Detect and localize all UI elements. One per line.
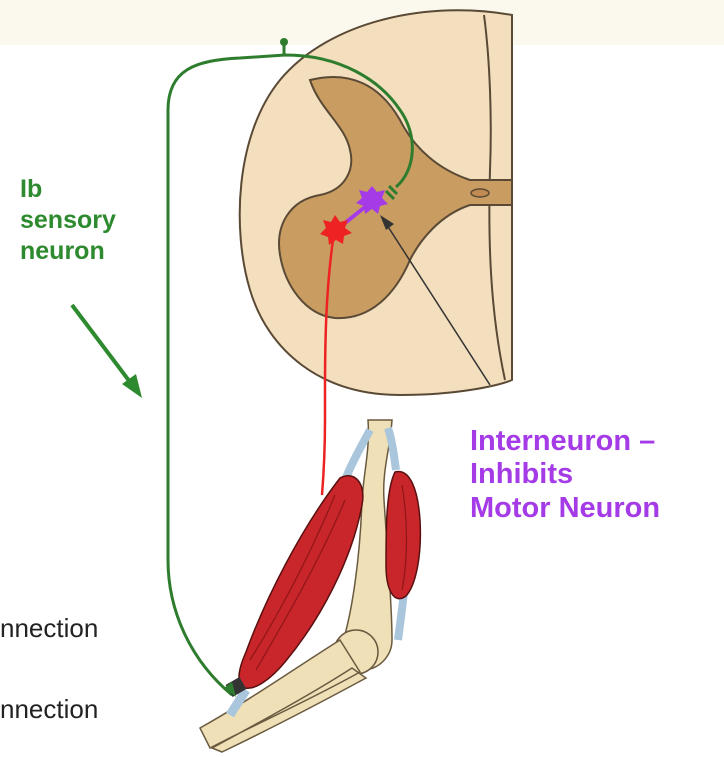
interneuron-label-line-3: Motor Neuron	[470, 492, 660, 525]
interneuron-label-line-2: Inhibits	[470, 458, 660, 491]
sensory-label-arrow-shaft	[72, 305, 133, 386]
interneuron-label: Interneuron – Inhibits Motor Neuron	[470, 425, 660, 525]
central-canal	[471, 189, 489, 197]
sensory-label-line-1: Ib	[20, 175, 116, 204]
sensory-ganglion-soma	[280, 38, 288, 46]
sensory-label-line-3: neuron	[20, 237, 116, 266]
sensory-neuron-label: Ib sensory neuron	[20, 175, 116, 267]
legend-text-1: nnection	[0, 613, 98, 644]
interneuron-label-line-1: Interneuron –	[470, 425, 660, 458]
sensory-label-line-2: sensory	[20, 206, 116, 235]
triceps-upper-tendon	[388, 428, 396, 470]
legend-text-2: nnection	[0, 694, 98, 725]
